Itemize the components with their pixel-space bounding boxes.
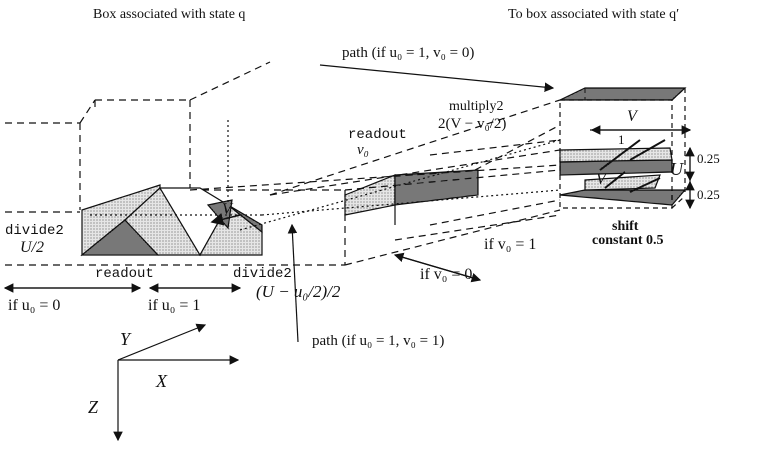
path-top-label: path (if u₀ = 1, v₀ = 0) — [342, 45, 475, 61]
divide2-left-expr: U/2 — [20, 239, 44, 256]
box-V-top-label: V — [627, 108, 637, 125]
box-1-label: 1 — [618, 132, 625, 147]
state-q-box — [5, 61, 346, 266]
path-arrow-top — [319, 64, 555, 92]
if-u0-1-label: if u₀ = 1 — [148, 297, 201, 314]
divide2-mid-label: divide2 — [233, 266, 292, 282]
shift-label: shift — [612, 219, 639, 234]
divide2-mid-expr: (U − u₀/2)/2 — [256, 282, 341, 301]
shift-constant-label: constant 0.5 — [592, 233, 664, 248]
if-u0-0-label: if u₀ = 0 — [8, 297, 61, 314]
multiply2-label: multiply2 — [449, 99, 504, 114]
u-readout-prism — [80, 184, 263, 257]
dim-upper-label: 0.25 — [697, 151, 720, 166]
left-title: Box associated with state q — [93, 7, 246, 22]
v-left-label: V — [222, 201, 232, 218]
readout-u-label: readout — [95, 266, 154, 282]
axis-triad — [113, 323, 240, 442]
right-title: To box associated with state q′ — [508, 7, 680, 22]
divide2-left-label: divide2 — [5, 223, 64, 239]
axis-x-label: X — [156, 371, 167, 391]
readout-v-label: readout — [348, 127, 407, 143]
path-arrow-bottom — [287, 223, 299, 343]
readout-v-var: v₀ — [357, 142, 369, 158]
box-U-label: U — [670, 159, 683, 179]
axis-y-label: Y — [120, 329, 131, 349]
v-readout-slab — [344, 169, 479, 225]
axis-z-label: Z — [88, 397, 99, 417]
if-v0-0-label: if v₀ = 0 — [420, 266, 473, 283]
path-bottom-label: path (if u₀ = 1, v₀ = 1) — [312, 333, 445, 349]
multiply2-expr: 2(V − v₀/2) — [438, 116, 507, 132]
dim-lower-label: 0.25 — [697, 187, 720, 202]
box-V-low-label: V — [596, 171, 606, 188]
if-v0-1-label: if v₀ = 1 — [484, 236, 537, 253]
